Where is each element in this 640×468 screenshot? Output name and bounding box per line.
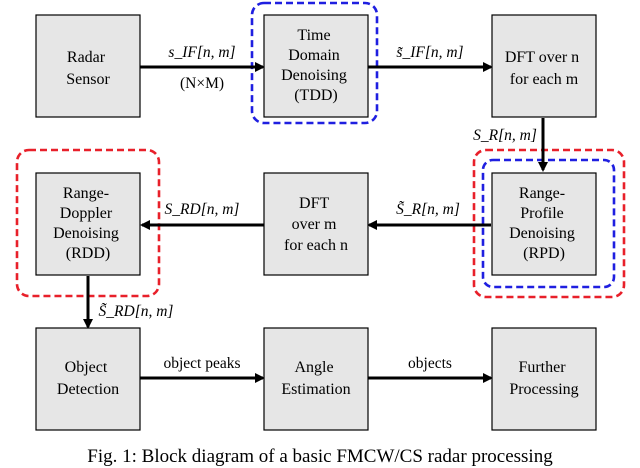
- object-detection-label: Object Detection: [57, 359, 119, 398]
- further-processing-block: [491, 327, 597, 431]
- edge-label-s-r: S_R[n, m]: [473, 127, 537, 144]
- dft-over-n-label: DFT over n for each m: [505, 49, 583, 88]
- edge-label-s-rd: S_RD[n, m]: [165, 201, 240, 218]
- dft-over-m-label: DFT over m for each n: [284, 195, 348, 254]
- radar-sensor-label: Radar Sensor: [66, 49, 110, 88]
- tdd-label: Time Domain Denoising (TDD): [281, 27, 351, 104]
- dft-over-n-block: [491, 14, 597, 118]
- edge-label-s-rd-denoised: S̃_RD[n, m]: [99, 303, 174, 320]
- dft-over-m-block: [263, 172, 369, 276]
- angle-estimation-block: [263, 327, 369, 431]
- edge-label-objects: objects: [408, 355, 452, 372]
- edge-label-object-peaks: object peaks: [163, 355, 240, 372]
- edge-label-s-if-denoised: s̃_IF[n, m]: [396, 44, 463, 61]
- tdd-highlight-frame: [250, 1, 379, 125]
- object-detection-block: [35, 327, 141, 431]
- tdd-block: [263, 14, 369, 118]
- edge-label-s-r-denoised: S̃_R[n, m]: [396, 201, 460, 218]
- rdd-block: [35, 172, 141, 276]
- rpd-block: [491, 172, 597, 276]
- edge-label-s-if: s_IF[n, m]: [168, 44, 235, 61]
- rdd-label: Range- Doppler Denoising (RDD): [53, 185, 123, 262]
- angle-estimation-label: Angle Estimation: [281, 359, 350, 398]
- edge-label-dimensions: (N×M): [180, 75, 224, 92]
- further-processing-label: Further Processing: [509, 359, 578, 398]
- figure-caption: Fig. 1: Block diagram of a basic FMCW/CS…: [87, 446, 553, 467]
- radar-sensor-block: [35, 14, 141, 118]
- rpd-label: Range- Profile Denoising (RPD): [509, 185, 579, 262]
